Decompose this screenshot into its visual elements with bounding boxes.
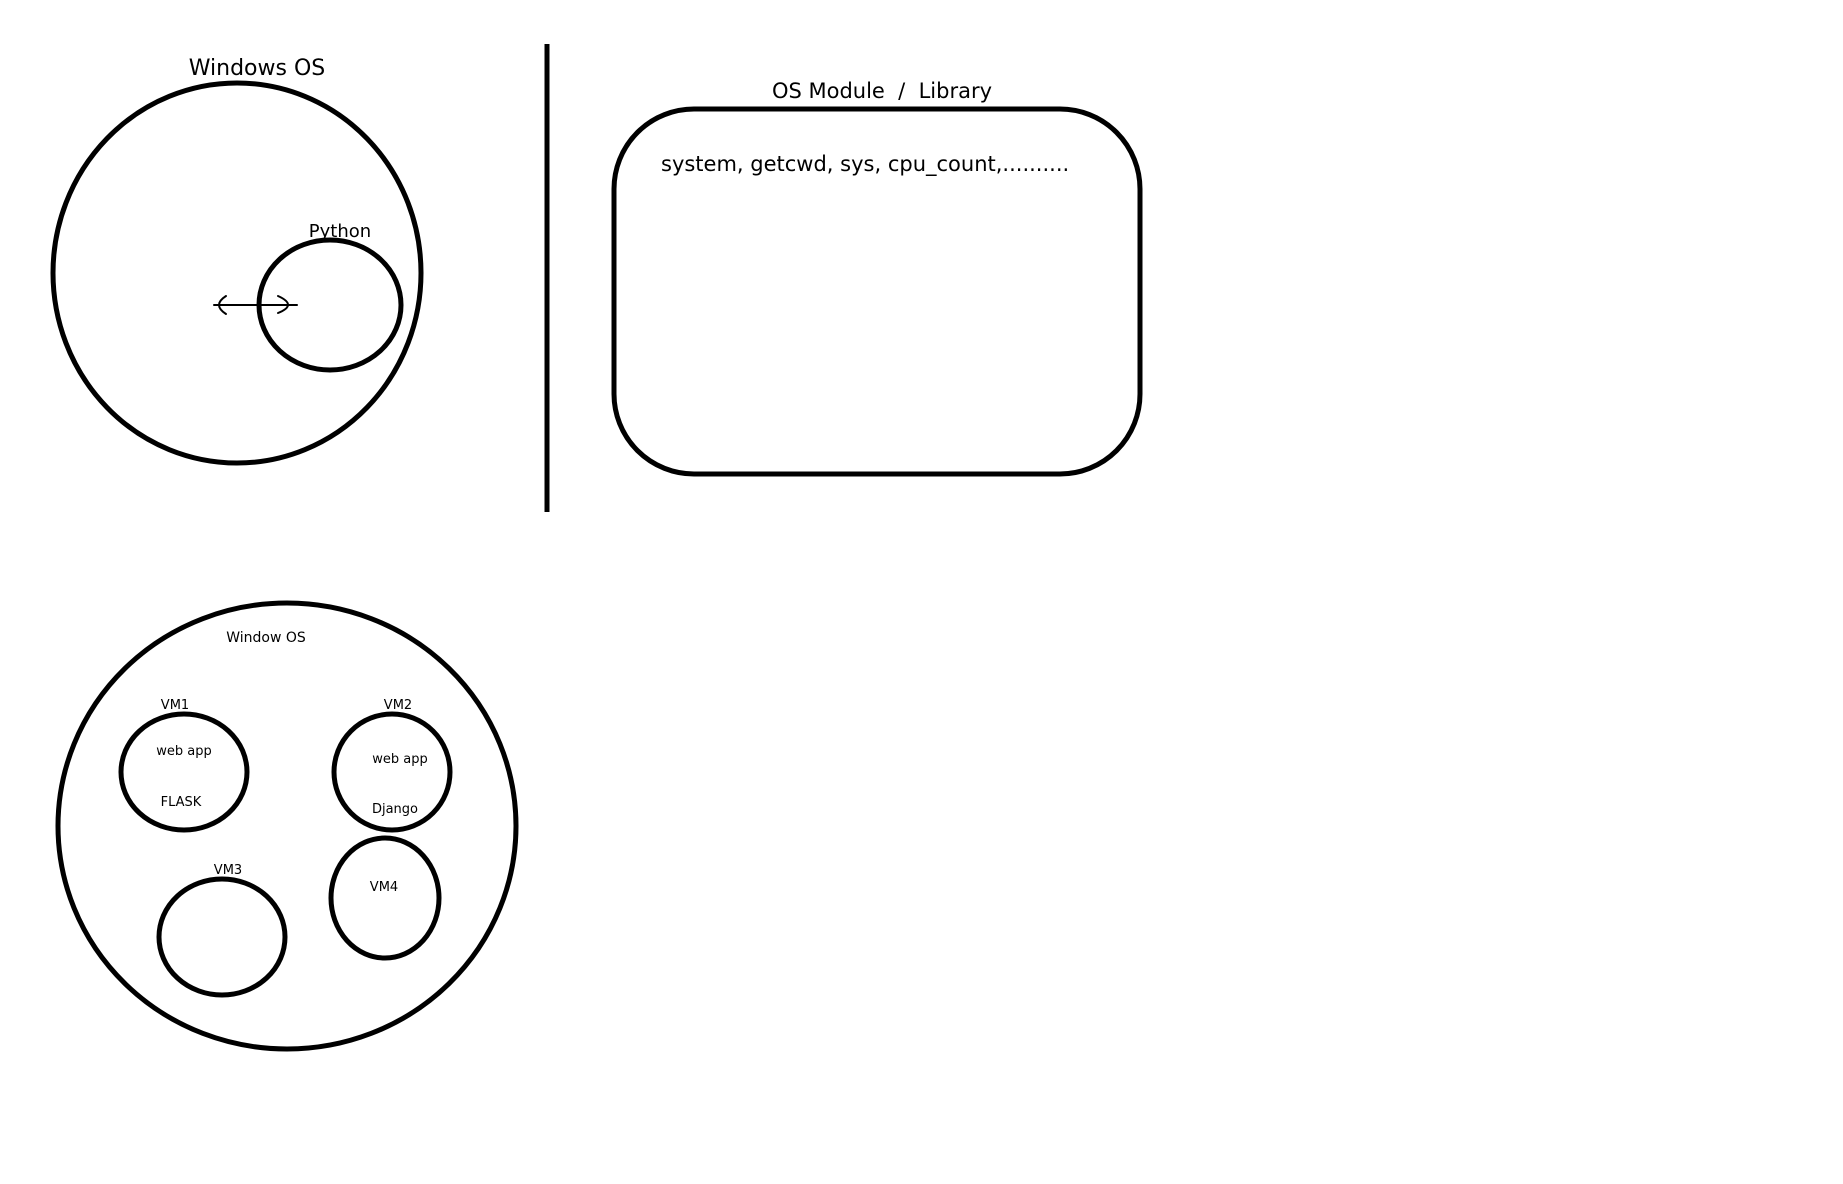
vm1-app-label: web app — [156, 744, 212, 759]
window-os-vm-diagram: Window OS VM1 web app FLASK VM2 web app … — [55, 600, 519, 1052]
vm2-framework-label: Django — [372, 802, 418, 817]
vm1-node: VM1 web app FLASK — [118, 698, 250, 833]
window-os-circle — [55, 600, 519, 1052]
os-module-title: OS Module / Library — [772, 79, 992, 103]
vm4-node: VM4 — [328, 835, 442, 961]
os-module-diagram: OS Module / Library system, getcwd, sys,… — [611, 79, 1143, 477]
vm1-framework-label: FLASK — [161, 795, 202, 810]
vm1-circle — [118, 711, 250, 833]
windows-os-python-diagram: Windows OS Python — [50, 56, 424, 466]
vm3-node: VM3 — [156, 863, 288, 998]
vm4-circle — [328, 835, 442, 961]
vm1-label: VM1 — [161, 698, 189, 713]
vm2-app-label: web app — [372, 752, 428, 767]
windows-os-circle — [50, 80, 424, 466]
vm4-label: VM4 — [370, 880, 398, 895]
window-os-label: Window OS — [226, 630, 306, 646]
vm3-circle — [156, 876, 288, 998]
vm2-circle — [331, 711, 453, 833]
double-headed-arrow — [213, 295, 298, 315]
windows-os-label: Windows OS — [189, 56, 325, 81]
os-module-box — [611, 106, 1143, 477]
vm2-node: VM2 web app Django — [331, 698, 453, 833]
vm3-label: VM3 — [214, 863, 242, 878]
python-label: Python — [309, 221, 371, 242]
vm2-label: VM2 — [384, 698, 412, 713]
os-module-functions: system, getcwd, sys, cpu_count,.........… — [661, 152, 1069, 177]
